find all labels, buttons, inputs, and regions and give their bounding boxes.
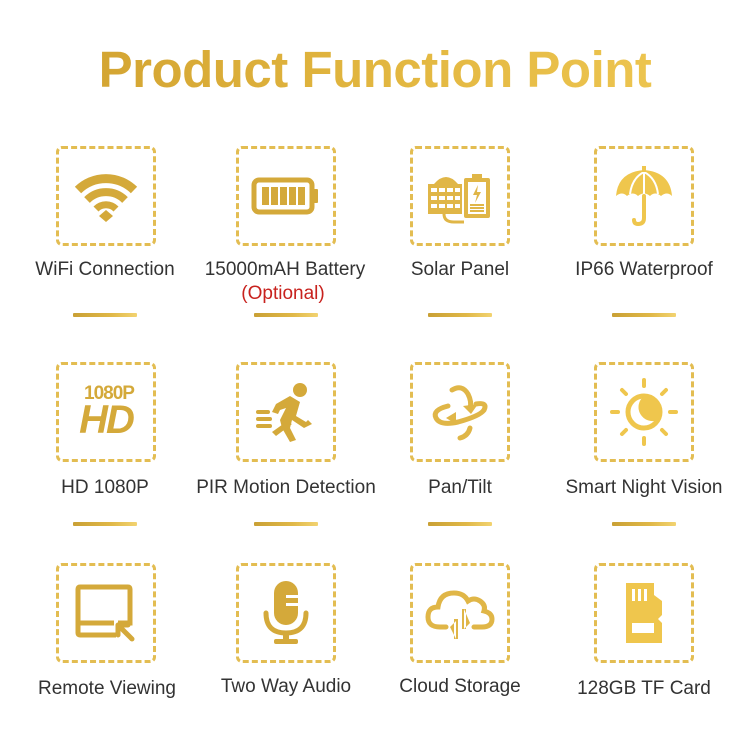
hd-1080p-icon: 1080P HD xyxy=(78,383,135,442)
feature-icon-frame xyxy=(594,563,694,663)
divider xyxy=(428,313,492,317)
rotate-arrows-icon xyxy=(432,385,488,441)
feature-label: Cloud Storage xyxy=(399,676,521,697)
solar-panel-icon xyxy=(428,174,490,224)
feature-label: WiFi Connection xyxy=(35,259,175,280)
feature-label: IP66 Waterproof xyxy=(575,259,713,280)
divider xyxy=(254,313,318,317)
cloud-sync-icon xyxy=(425,590,495,639)
feature-icon-frame xyxy=(56,563,156,663)
feature-label: 15000mAH Battery xyxy=(204,259,366,280)
remote-screen-icon xyxy=(75,584,135,642)
feature-icon-frame xyxy=(56,146,156,246)
optional-note: (Optional) xyxy=(241,283,325,304)
wifi-icon xyxy=(74,174,138,222)
feature-icon-frame xyxy=(236,563,336,663)
page-title: Product Function Point xyxy=(0,40,750,100)
feature-icon-frame xyxy=(410,362,510,462)
feature-label: Smart Night Vision xyxy=(565,477,723,498)
hd-icon-text: HD xyxy=(79,398,135,442)
feature-icon-frame xyxy=(594,362,694,462)
feature-icon-frame: 1080P HD xyxy=(56,362,156,462)
feature-icon-frame xyxy=(236,146,336,246)
divider xyxy=(428,522,492,526)
divider xyxy=(73,522,137,526)
feature-icon-frame xyxy=(594,146,694,246)
feature-label: Solar Panel xyxy=(410,259,510,280)
divider xyxy=(612,313,676,317)
sun-moon-icon xyxy=(610,378,678,446)
hd-icon-resolution: 1080P xyxy=(84,383,135,404)
microphone-icon xyxy=(263,581,309,644)
divider xyxy=(612,522,676,526)
feature-label: 128GB TF Card xyxy=(577,678,711,699)
feature-label: HD 1080P xyxy=(61,477,149,498)
feature-label: PIR Motion Detection xyxy=(196,477,376,498)
feature-label: Remote Viewing xyxy=(37,678,176,699)
divider xyxy=(254,522,318,526)
battery-icon xyxy=(251,177,318,215)
feature-icon-frame xyxy=(410,146,510,246)
divider xyxy=(73,313,137,317)
umbrella-icon xyxy=(616,166,672,227)
feature-icon-frame xyxy=(236,362,336,462)
sd-card-icon xyxy=(626,583,662,643)
running-person-icon xyxy=(256,383,312,442)
feature-label: Two Way Audio xyxy=(220,676,352,697)
feature-icon-frame xyxy=(410,563,510,663)
feature-label: Pan/Tilt xyxy=(428,477,492,498)
